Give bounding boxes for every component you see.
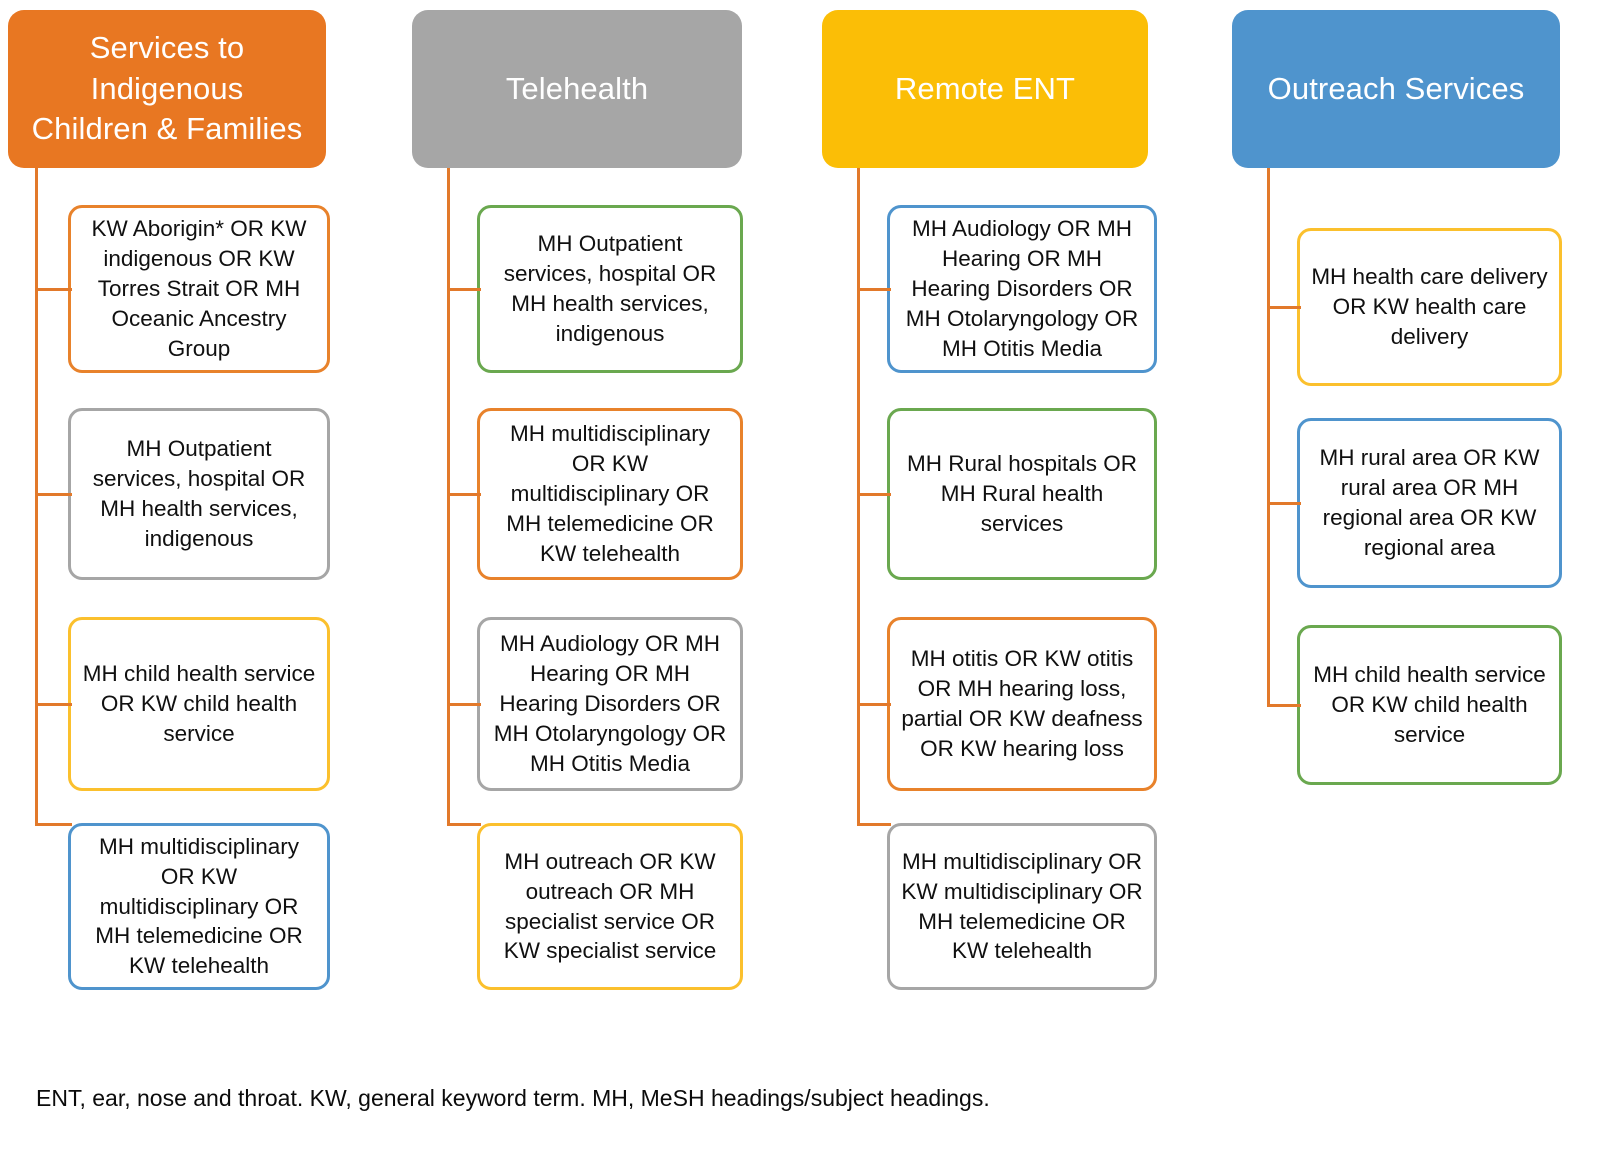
connector-branch bbox=[35, 703, 72, 706]
keyword-box-mh-rural-regional-area[interactable]: MH rural area OR KW rural area OR MH reg… bbox=[1297, 418, 1562, 588]
keyword-box-label: MH multidisciplinary OR KW multidiscipli… bbox=[901, 848, 1143, 964]
keyword-box-label: KW Aborigin* OR KW indigenous OR KW Torr… bbox=[91, 216, 307, 361]
column-header-label: Outreach Services bbox=[1267, 70, 1525, 106]
connector-branch bbox=[447, 493, 481, 496]
keyword-box-label: MH Audiology OR MH Hearing OR MH Hearing… bbox=[905, 216, 1139, 361]
keyword-box-label: MH health care delivery OR KW health car… bbox=[1311, 264, 1548, 349]
connector-branch bbox=[1267, 704, 1301, 707]
connector-branch bbox=[857, 288, 891, 291]
connector-branch bbox=[857, 703, 891, 706]
keyword-box-mh-outpatient-services-hospital[interactable]: MH Outpatient services, hospital OR MH h… bbox=[477, 205, 743, 373]
connector-branch bbox=[447, 703, 481, 706]
column-header-remote-ent[interactable]: Remote ENT bbox=[822, 10, 1148, 168]
keyword-box-mh-multidisciplinary-telehealth[interactable]: MH multidisciplinary OR KW multidiscipli… bbox=[887, 823, 1157, 990]
connector-spine bbox=[447, 168, 450, 826]
column-header-outreach-services[interactable]: Outreach Services bbox=[1232, 10, 1560, 168]
column-header-label: Remote ENT bbox=[894, 70, 1076, 106]
connector-spine bbox=[1267, 168, 1270, 705]
keyword-box-label: MH multidisciplinary OR KW multidiscipli… bbox=[95, 833, 303, 979]
keyword-box-mh-multidisciplinary-telehealth[interactable]: MH multidisciplinary OR KW multidiscipli… bbox=[68, 823, 330, 990]
keyword-box-label: MH Outpatient services, hospital OR MH h… bbox=[92, 436, 306, 551]
connector-branch bbox=[1267, 502, 1301, 505]
keyword-box-label: MH rural area OR KW rural area OR MH reg… bbox=[1319, 445, 1540, 560]
connector-branch bbox=[857, 493, 891, 496]
keyword-box-mh-child-health-service[interactable]: MH child health service OR KW child heal… bbox=[1297, 625, 1562, 785]
connector-spine bbox=[857, 168, 860, 826]
keyword-box-label: MH Rural hospitals OR MH Rural health se… bbox=[906, 451, 1138, 536]
connector-tail bbox=[857, 823, 891, 826]
column-outreach-services: Outreach Services MH health care delivery… bbox=[1232, 0, 1600, 1030]
keyword-box-mh-rural-hospitals-health-services[interactable]: MH Rural hospitals OR MH Rural health se… bbox=[887, 408, 1157, 580]
column-header-label: Services to Indigenous Children & Famili… bbox=[31, 29, 303, 147]
column-header-telehealth[interactable]: Telehealth bbox=[412, 10, 742, 168]
column-remote-ent: Remote ENT MH Audiology OR MH Hearing OR … bbox=[822, 0, 1222, 1030]
connector-tail bbox=[447, 823, 481, 826]
connector-branch bbox=[35, 493, 72, 496]
column-telehealth: Telehealth MH Outpatient services, hospit… bbox=[412, 0, 812, 1030]
keyword-box-mh-child-health-service[interactable]: MH child health service OR KW child heal… bbox=[68, 617, 330, 791]
connector-spine bbox=[35, 168, 38, 826]
keyword-box-mh-outreach-specialist-service[interactable]: MH outreach OR KW outreach OR MH special… bbox=[477, 823, 743, 990]
keyword-box-mh-health-care-delivery[interactable]: MH health care delivery OR KW health car… bbox=[1297, 228, 1562, 386]
connector-tail bbox=[35, 823, 72, 826]
keyword-box-label: MH Audiology OR MH Hearing OR MH Hearing… bbox=[493, 631, 727, 776]
keyword-box-kw-aborigin-indigenous-torres-strait[interactable]: KW Aborigin* OR KW indigenous OR KW Torr… bbox=[68, 205, 330, 373]
column-header-label: Telehealth bbox=[505, 70, 649, 106]
keyword-box-label: MH outreach OR KW outreach OR MH special… bbox=[503, 848, 717, 964]
keyword-box-mh-multidisciplinary-telehealth[interactable]: MH multidisciplinary OR KW multidiscipli… bbox=[477, 408, 743, 580]
column-header-services-to-indigenous-children-and-families[interactable]: Services to Indigenous Children & Famili… bbox=[8, 10, 326, 168]
keyword-box-label: MH Outpatient services, hospital OR MH h… bbox=[503, 231, 717, 346]
keyword-box-mh-otitis-hearing-loss-deafness[interactable]: MH otitis OR KW otitis OR MH hearing los… bbox=[887, 617, 1157, 791]
connector-branch bbox=[1267, 306, 1301, 309]
keyword-box-label: MH child health service OR KW child heal… bbox=[1313, 662, 1546, 747]
keyword-box-mh-outpatient-services-hospital[interactable]: MH Outpatient services, hospital OR MH h… bbox=[68, 408, 330, 580]
keyword-box-label: MH multidisciplinary OR KW multidiscipli… bbox=[506, 421, 714, 566]
keyword-box-label: MH child health service OR KW child heal… bbox=[82, 661, 316, 746]
keyword-box-mh-audiology-hearing-otolaryngology[interactable]: MH Audiology OR MH Hearing OR MH Hearing… bbox=[887, 205, 1157, 373]
figure-footnote: ENT, ear, nose and throat. KW, general k… bbox=[36, 1085, 990, 1111]
keyword-box-mh-audiology-hearing-otolaryngology[interactable]: MH Audiology OR MH Hearing OR MH Hearing… bbox=[477, 617, 743, 791]
column-services-to-indigenous-children-and-families: Services to Indigenous Children & Famili… bbox=[0, 0, 400, 1030]
keyword-box-label: MH otitis OR KW otitis OR MH hearing los… bbox=[901, 646, 1143, 761]
connector-branch bbox=[447, 288, 481, 291]
connector-branch bbox=[35, 288, 72, 291]
